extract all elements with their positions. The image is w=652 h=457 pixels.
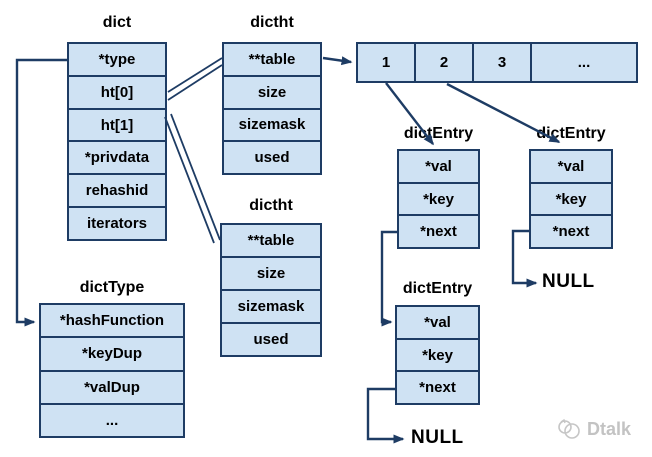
dicttype-table-title: dictType [79, 279, 145, 296]
link-ht1-to-dictht-bottom-b [170, 113, 221, 241]
link-ht1-to-dictht-bottom-a [164, 116, 215, 244]
dictentry-2-table-title: dictEntry [536, 125, 606, 142]
dictentry-2-struct-table: *val *key*next [529, 149, 613, 249]
dicttype-struct-table: *hashFunction *keyDup*valDup... [39, 303, 185, 438]
bucket-cell: ... [530, 44, 636, 81]
dictentry-1-struct-table: *val *key*next [397, 149, 480, 249]
dict-table-title: dict [102, 14, 132, 31]
table-row: *next [397, 370, 478, 403]
table-row: size [224, 74, 320, 108]
table-row: used [222, 322, 320, 355]
bucket-cell: 1 [381, 54, 391, 71]
table-row: *key [397, 337, 478, 371]
dictht-bottom-table-title: dictht [249, 197, 293, 214]
table-row: rehashid [69, 173, 165, 206]
table-row: *val [424, 313, 451, 331]
table-row: *next [531, 214, 611, 247]
bucket-cell: 3 [472, 44, 530, 81]
table-row: *privdata [69, 140, 165, 173]
arrow-table-to-array [322, 56, 353, 66]
table-row: *type [98, 50, 136, 68]
dtalk-logo-icon [558, 418, 580, 439]
table-row: *key [399, 181, 478, 215]
link-ht0-to-dictht-top-a [167, 57, 223, 93]
null-label-right: NULL [542, 271, 595, 292]
table-row: *key [531, 181, 611, 215]
dictentry-3-table-title: dictEntry [402, 280, 473, 297]
table-row: sizemask [224, 107, 320, 141]
table-row: size [222, 256, 320, 289]
null-label-bottom: NULL [411, 427, 464, 448]
table-row: **table [247, 232, 295, 249]
table-row: used [224, 140, 320, 173]
table-row: *hashFunction [59, 312, 165, 330]
table-row: *next [399, 214, 478, 247]
table-row: ht[0] [69, 74, 165, 108]
dictentry-3-struct-table: *val *key*next [395, 305, 480, 405]
watermark: Dtalk [556, 418, 631, 440]
table-row: *keyDup [41, 336, 183, 369]
table-row: *val [425, 157, 452, 175]
table-row: iterators [69, 206, 165, 239]
table-row: **table [248, 50, 296, 68]
table-row: *valDup [41, 369, 183, 403]
table-row: *val [557, 157, 585, 175]
table-row: ht[1] [69, 107, 165, 141]
bucket-cell: 2 [414, 44, 472, 81]
dictentry-1-table-title: dictEntry [403, 125, 474, 142]
watermark-label: Dtalk [587, 418, 632, 439]
dictht-top-table-title: dictht [250, 14, 294, 31]
table-row: ... [41, 402, 183, 436]
link-ht0-to-dictht-top-b [167, 64, 223, 101]
table-row: sizemask [222, 289, 320, 322]
